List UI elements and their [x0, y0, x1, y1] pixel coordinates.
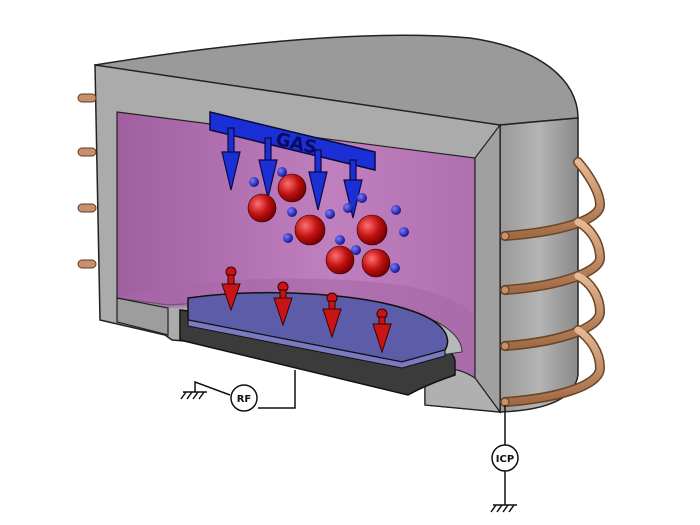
ion-arrow — [372, 308, 392, 354]
rf-source-symbol — [230, 384, 258, 412]
electron — [335, 235, 345, 245]
ion — [294, 214, 326, 246]
electron — [325, 209, 335, 219]
electron — [283, 233, 293, 243]
coil-turn — [501, 158, 604, 240]
electron — [357, 193, 367, 203]
electron — [399, 227, 409, 237]
coil-turn — [501, 218, 604, 294]
ion — [325, 245, 355, 275]
icp-coil — [500, 157, 606, 407]
gas-arrow — [308, 149, 328, 211]
electron — [390, 263, 400, 273]
electron — [287, 207, 297, 217]
ion — [361, 248, 391, 278]
icp-ground-icon — [490, 504, 517, 513]
chamber-right-inner-wall — [474, 123, 501, 414]
rf-wire — [258, 370, 296, 409]
electron — [391, 205, 401, 215]
ion — [356, 214, 388, 246]
gas-arrow — [221, 127, 241, 191]
gas-bar — [209, 111, 376, 171]
electron — [249, 177, 259, 187]
chamber-cylinder-side — [499, 117, 579, 413]
gas-arrow — [258, 137, 278, 199]
icp-source-symbol — [491, 444, 519, 472]
rf-label: RF — [237, 394, 252, 405]
electron — [343, 203, 353, 213]
ion-arrow — [322, 292, 342, 339]
coil-turn — [501, 326, 604, 406]
electron — [277, 167, 287, 177]
wafer-edge — [187, 319, 446, 369]
ion-arrow — [273, 281, 293, 327]
rf-circuit — [180, 370, 296, 412]
rf-ground-icon — [180, 391, 207, 400]
gas-injector-arrows — [221, 127, 363, 219]
ions — [247, 173, 391, 278]
rf-wire-ground — [194, 380, 231, 396]
coil-turn — [501, 272, 604, 350]
coil-stub — [77, 93, 97, 103]
chamber-bottom-step — [116, 297, 169, 336]
ion-arrow — [221, 266, 241, 312]
chamber-top-surface — [94, 34, 579, 126]
ion-bombardment-arrows — [221, 266, 392, 354]
ion — [247, 193, 277, 223]
coil-stub — [77, 203, 97, 213]
coil-stub — [77, 259, 97, 269]
icp-label: ICP — [496, 454, 514, 465]
ion — [277, 173, 307, 203]
icp-circuit — [490, 405, 519, 513]
electron — [351, 245, 361, 255]
left-coil-stubs — [77, 93, 97, 269]
electrons — [249, 167, 409, 273]
coil-stub — [77, 147, 97, 157]
